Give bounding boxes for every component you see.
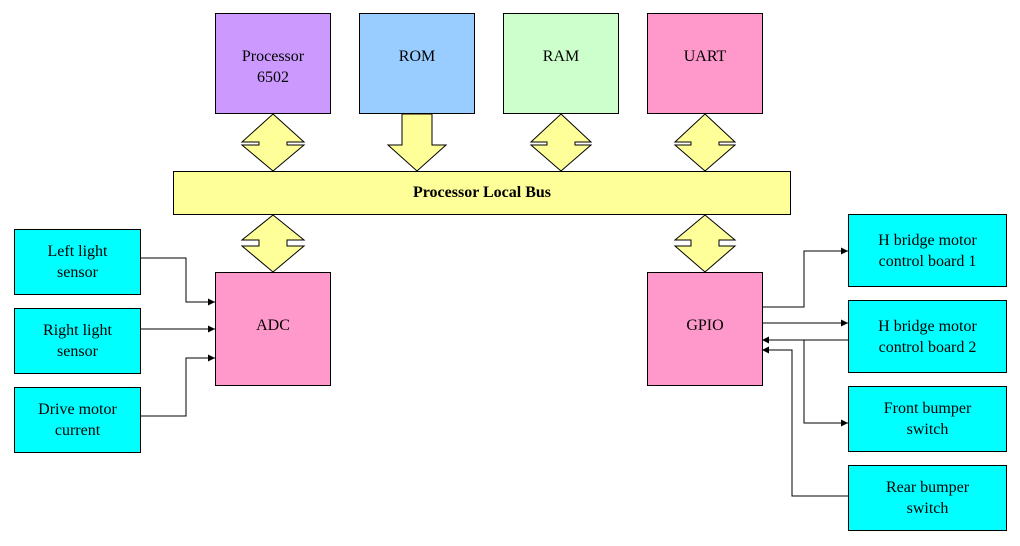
ram-label: RAM [542, 48, 580, 65]
processor-label: Processor 6502 [241, 48, 305, 86]
gpio-bus-double-arrow [673, 214, 737, 273]
rom-block: ROM [359, 13, 475, 114]
uart-label: UART [683, 48, 727, 65]
right-light-sensor-block: Right light sensor [14, 308, 141, 374]
uart-block: UART [647, 13, 763, 114]
h-bridge-1-wire [762, 247, 848, 308]
h-bridge-2-block: H bridge motor control board 2 [848, 300, 1007, 373]
h-bridge-1-block: H bridge motor control board 1 [848, 214, 1007, 287]
front-bumper-switch-label: Front bumper switch [883, 400, 972, 438]
drive-motor-current-label: Drive motor current [38, 401, 117, 439]
uart-bus-double-arrow [673, 113, 737, 172]
rear-bumper-wire [762, 346, 848, 497]
left-light-sensor-block: Left light sensor [14, 229, 141, 295]
processor-local-bus: Processor Local Bus [173, 171, 791, 215]
left-light-sensor-label: Left light sensor [47, 243, 108, 281]
processor-bus-double-arrow [240, 113, 306, 172]
rear-bumper-switch-label: Rear bumper switch [885, 479, 970, 517]
processor-block: Processor 6502 [215, 13, 331, 114]
rom-bus-arrow [386, 113, 448, 172]
rom-label: ROM [398, 48, 436, 65]
h-bridge-1-label: H bridge motor control board 1 [878, 231, 977, 270]
left-light-sensor-wire [141, 257, 215, 306]
bus-label: Processor Local Bus [412, 184, 552, 201]
gpio-label: GPIO [686, 317, 724, 334]
h-bridge-2-label: H bridge motor control board 2 [878, 317, 977, 356]
ram-block: RAM [503, 13, 619, 114]
drive-motor-current-wire [141, 354, 215, 417]
ram-bus-double-arrow [529, 113, 593, 172]
rear-bumper-switch-block: Rear bumper switch [848, 465, 1007, 531]
adc-bus-double-arrow [240, 214, 306, 273]
adc-block: ADC [215, 272, 331, 386]
drive-motor-current-block: Drive motor current [14, 387, 141, 453]
right-light-sensor-label: Right light sensor [43, 322, 112, 360]
adc-label: ADC [256, 317, 290, 334]
front-bumper-switch-block: Front bumper switch [848, 386, 1007, 452]
gpio-block: GPIO [647, 272, 763, 386]
front-bumper-wire [803, 339, 848, 427]
